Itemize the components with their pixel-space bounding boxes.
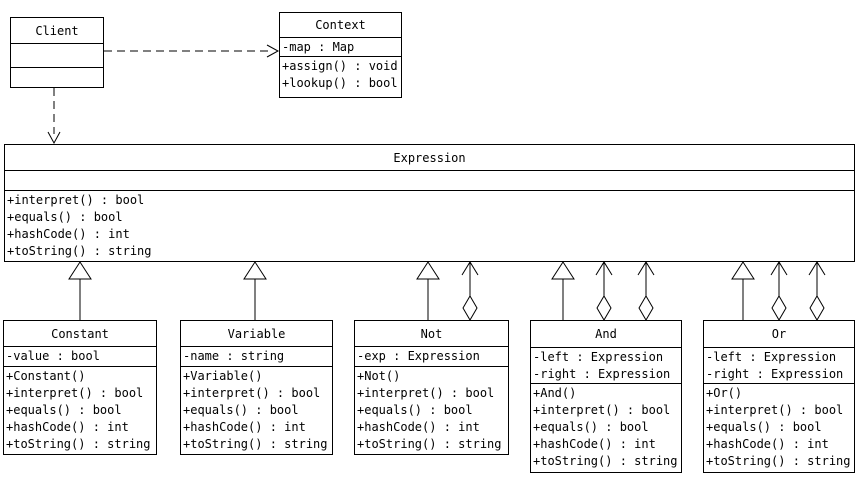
aggregation-arrow-or-left-expression	[770, 261, 788, 321]
attribute: -left : Expression	[706, 350, 837, 364]
class-attributes-context: -map : Map	[280, 38, 401, 57]
class-methods-expression: +interpret() : bool +equals() : bool +ha…	[5, 191, 854, 261]
attribute: -value : bool	[6, 349, 100, 363]
class-attributes-constant: -value : bool	[4, 347, 156, 367]
attribute: -right : Expression	[706, 367, 844, 381]
method: +equals() : bool	[6, 403, 122, 417]
method: +interpret() : bool	[6, 386, 144, 400]
aggregation-arrow-or-right-expression	[808, 261, 826, 321]
class-methods-constant: +Constant() +interpret() : bool +equals(…	[4, 367, 156, 454]
class-title-not: Not	[355, 321, 508, 347]
class-box-client: Client	[10, 17, 104, 88]
method: +interpret() : bool	[533, 403, 671, 417]
class-methods-or: +Or() +interpret() : bool +equals() : bo…	[704, 384, 854, 472]
method: +equals() : bool	[357, 403, 473, 417]
method: +toString() : string	[6, 437, 151, 451]
method: +equals() : bool	[183, 403, 299, 417]
class-methods-variable: +Variable() +interpret() : bool +equals(…	[181, 367, 332, 454]
method: +hashCode() : int	[6, 420, 129, 434]
class-title-and: And	[531, 321, 681, 348]
method: +equals() : bool	[533, 420, 649, 434]
class-attributes-variable: -name : string	[181, 347, 332, 367]
method: +Variable()	[183, 369, 263, 383]
class-box-not: Not -exp : Expression +Not() +interpret(…	[354, 320, 509, 455]
attribute: -map : Map	[282, 40, 355, 54]
generalization-arrow-not-expression	[416, 261, 440, 320]
class-methods-not: +Not() +interpret() : bool +equals() : b…	[355, 367, 508, 454]
method: +toString() : string	[357, 437, 502, 451]
class-attributes-and: -left : Expression -right : Expression	[531, 348, 681, 384]
class-methods-and: +And() +interpret() : bool +equals() : b…	[531, 384, 681, 472]
method: +Or()	[706, 386, 743, 400]
generalization-arrow-or-expression	[731, 261, 755, 320]
class-title-context: Context	[280, 13, 401, 38]
method: +toString() : string	[183, 437, 328, 451]
attribute: -exp : Expression	[357, 349, 480, 363]
method: +interpret() : bool	[357, 386, 495, 400]
method: +toString() : string	[7, 244, 152, 258]
generalization-arrow-variable-expression	[243, 261, 267, 320]
method: +interpret() : bool	[7, 193, 145, 207]
attribute: -name : string	[183, 349, 285, 363]
method: +And()	[533, 386, 577, 400]
class-title-or: Or	[704, 321, 854, 348]
class-box-context: Context -map : Map +assign() : void +loo…	[279, 12, 402, 98]
class-box-or: Or -left : Expression -right : Expressio…	[703, 320, 855, 473]
dependency-arrow-client-expression	[47, 88, 61, 145]
method: +assign() : void	[282, 59, 398, 73]
attribute: -right : Expression	[533, 367, 671, 381]
class-methods-client	[11, 68, 103, 87]
aggregation-arrow-not-expression	[461, 261, 479, 321]
class-attributes-not: -exp : Expression	[355, 347, 508, 367]
generalization-arrow-constant-expression	[68, 261, 92, 320]
dependency-arrow-client-context	[104, 44, 280, 58]
method: +toString() : string	[533, 454, 678, 468]
method: +equals() : bool	[7, 210, 123, 224]
method: +lookup() : bool	[282, 76, 398, 90]
method: +Constant()	[6, 369, 86, 383]
method: +toString() : string	[706, 454, 851, 468]
generalization-arrow-and-expression	[551, 261, 575, 320]
class-title-client: Client	[11, 18, 103, 44]
class-attributes-expression	[5, 171, 854, 191]
class-attributes-or: -left : Expression -right : Expression	[704, 348, 854, 384]
method: +hashCode() : int	[706, 437, 829, 451]
method: +hashCode() : int	[7, 227, 130, 241]
method: +interpret() : bool	[706, 403, 844, 417]
method: +Not()	[357, 369, 401, 383]
class-title-constant: Constant	[4, 321, 156, 347]
class-attributes-client	[11, 44, 103, 68]
aggregation-arrow-and-left-expression	[595, 261, 613, 321]
class-box-and: And -left : Expression -right : Expressi…	[530, 320, 682, 473]
class-title-expression: Expression	[5, 145, 854, 171]
class-box-expression: Expression +interpret() : bool +equals()…	[4, 144, 855, 262]
aggregation-arrow-and-right-expression	[637, 261, 655, 321]
attribute: -left : Expression	[533, 350, 664, 364]
method: +equals() : bool	[706, 420, 822, 434]
class-methods-context: +assign() : void +lookup() : bool	[280, 57, 401, 97]
method: +hashCode() : int	[533, 437, 656, 451]
method: +interpret() : bool	[183, 386, 321, 400]
method: +hashCode() : int	[183, 420, 306, 434]
method: +hashCode() : int	[357, 420, 480, 434]
class-title-variable: Variable	[181, 321, 332, 347]
class-box-constant: Constant -value : bool +Constant() +inte…	[3, 320, 157, 455]
class-box-variable: Variable -name : string +Variable() +int…	[180, 320, 333, 455]
